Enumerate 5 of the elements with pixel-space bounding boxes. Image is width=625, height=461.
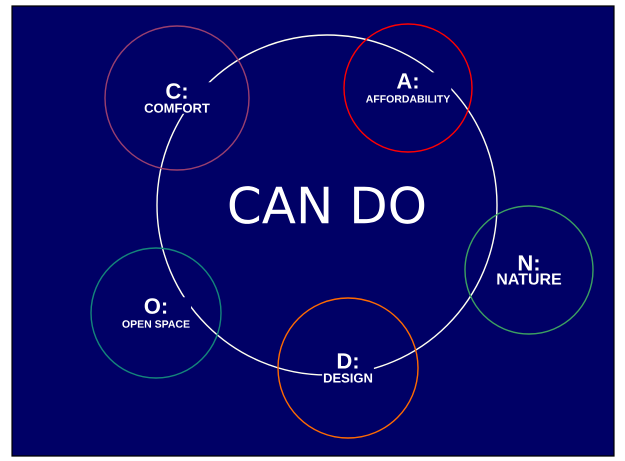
circle-node: C: COMFORT — [104, 25, 250, 171]
circle-node: D: DESIGN — [277, 297, 419, 439]
circle-node: N: NATURE — [464, 205, 594, 335]
circle-node: O: OPEN SPACE — [90, 247, 222, 379]
circle-node: A: AFFORDABILITY — [343, 23, 473, 153]
